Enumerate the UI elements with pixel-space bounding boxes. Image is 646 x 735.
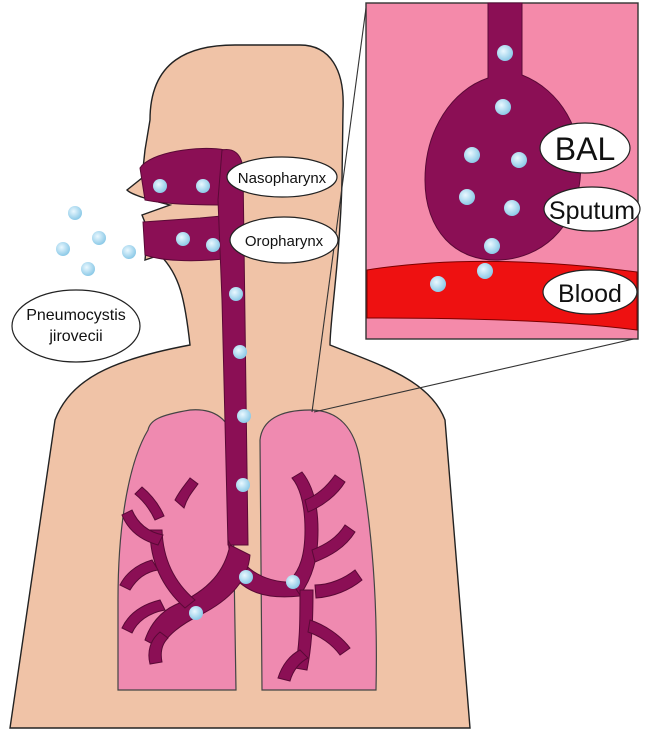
organism-dot: [286, 575, 300, 589]
organism-dot: [484, 238, 500, 254]
organism-dot: [122, 245, 136, 259]
organism-dot: [430, 276, 446, 292]
organism-dot: [497, 45, 513, 61]
sputum-label: Sputum: [544, 187, 640, 231]
organism-dot: [229, 287, 243, 301]
svg-text:Nasopharynx: Nasopharynx: [238, 170, 327, 187]
organism-dot: [189, 606, 203, 620]
svg-text:Pneumocystis: Pneumocystis: [26, 307, 126, 324]
oropharynx-label: Oropharynx: [230, 217, 338, 263]
organism-dot: [196, 179, 210, 193]
organism-dot: [236, 478, 250, 492]
organism-dot: [206, 238, 220, 252]
organism-label: Pneumocystis jirovecii: [12, 290, 140, 362]
organism-dot: [239, 570, 253, 584]
organism-dot: [504, 200, 520, 216]
bal-label: BAL: [540, 123, 630, 173]
svg-text:Sputum: Sputum: [549, 197, 635, 225]
svg-text:Blood: Blood: [558, 280, 622, 308]
organism-dot: [176, 232, 190, 246]
airborne-organisms: [56, 206, 136, 276]
organism-dot: [495, 99, 511, 115]
organism-dot: [459, 189, 475, 205]
organism-dot: [237, 409, 251, 423]
organism-dot: [233, 345, 247, 359]
organism-dot: [56, 242, 70, 256]
nasopharynx-label: Nasopharynx: [227, 157, 337, 197]
organism-dot: [68, 206, 82, 220]
organism-dot: [477, 263, 493, 279]
organism-dot: [81, 262, 95, 276]
organism-dot: [511, 152, 527, 168]
organism-dot: [464, 147, 480, 163]
organism-dot: [153, 179, 167, 193]
svg-text:jirovecii: jirovecii: [48, 328, 102, 345]
organism-dot: [92, 231, 106, 245]
svg-text:BAL: BAL: [555, 131, 615, 167]
blood-label: Blood: [543, 270, 637, 314]
svg-text:Oropharynx: Oropharynx: [245, 233, 324, 250]
